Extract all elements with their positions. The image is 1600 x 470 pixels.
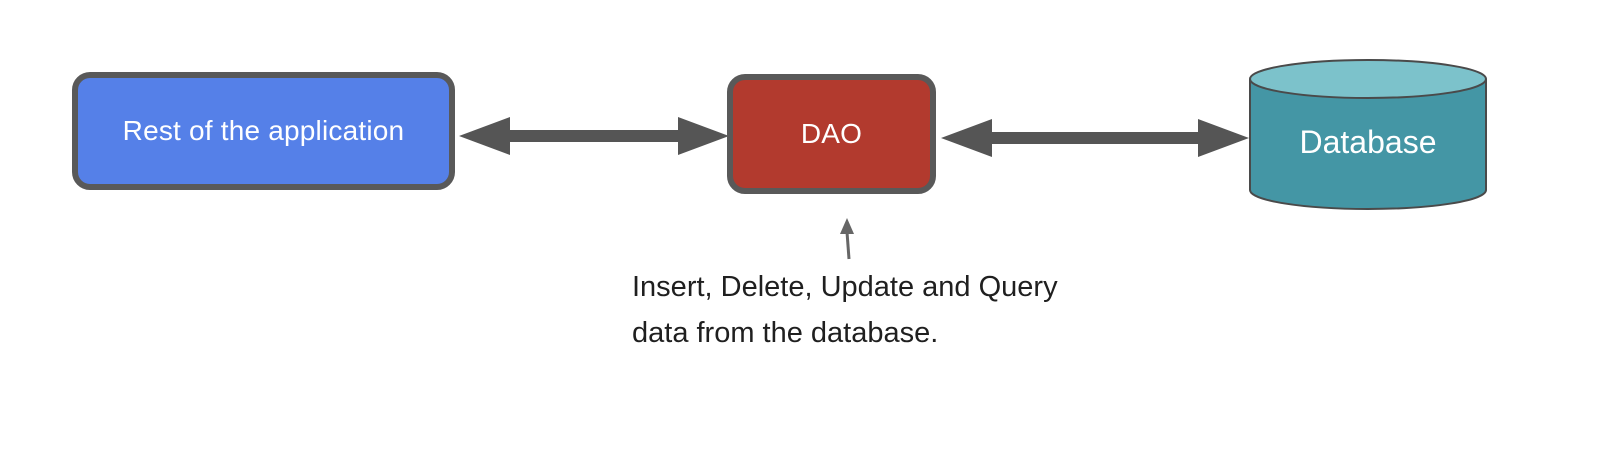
double-arrow-icon [459, 117, 729, 155]
edge-app-dao-double-arrow [459, 117, 729, 155]
node-database-label: Database [1299, 124, 1437, 160]
node-dao: DAO [727, 74, 936, 194]
double-arrow-icon [941, 119, 1249, 157]
annotation-line-1: Insert, Delete, Update and Query [632, 271, 1058, 303]
node-rest-of-application: Rest of the application [72, 72, 455, 190]
annotation-text: Insert, Delete, Update and Query data fr… [632, 264, 1058, 356]
edge-dao-database-double-arrow [941, 119, 1249, 157]
node-rest-of-application-label: Rest of the application [122, 115, 405, 146]
cylinder-top [1249, 59, 1487, 99]
node-database-cylinder [1249, 59, 1487, 210]
node-dao-label: DAO [800, 118, 863, 149]
annotation-line-2: data from the database. [632, 317, 939, 349]
cylinder-body [1249, 79, 1487, 210]
up-arrow-head [840, 218, 854, 234]
annotation-pointer-up-arrow-icon [840, 218, 854, 260]
up-arrow-shaft [845, 231, 851, 260]
